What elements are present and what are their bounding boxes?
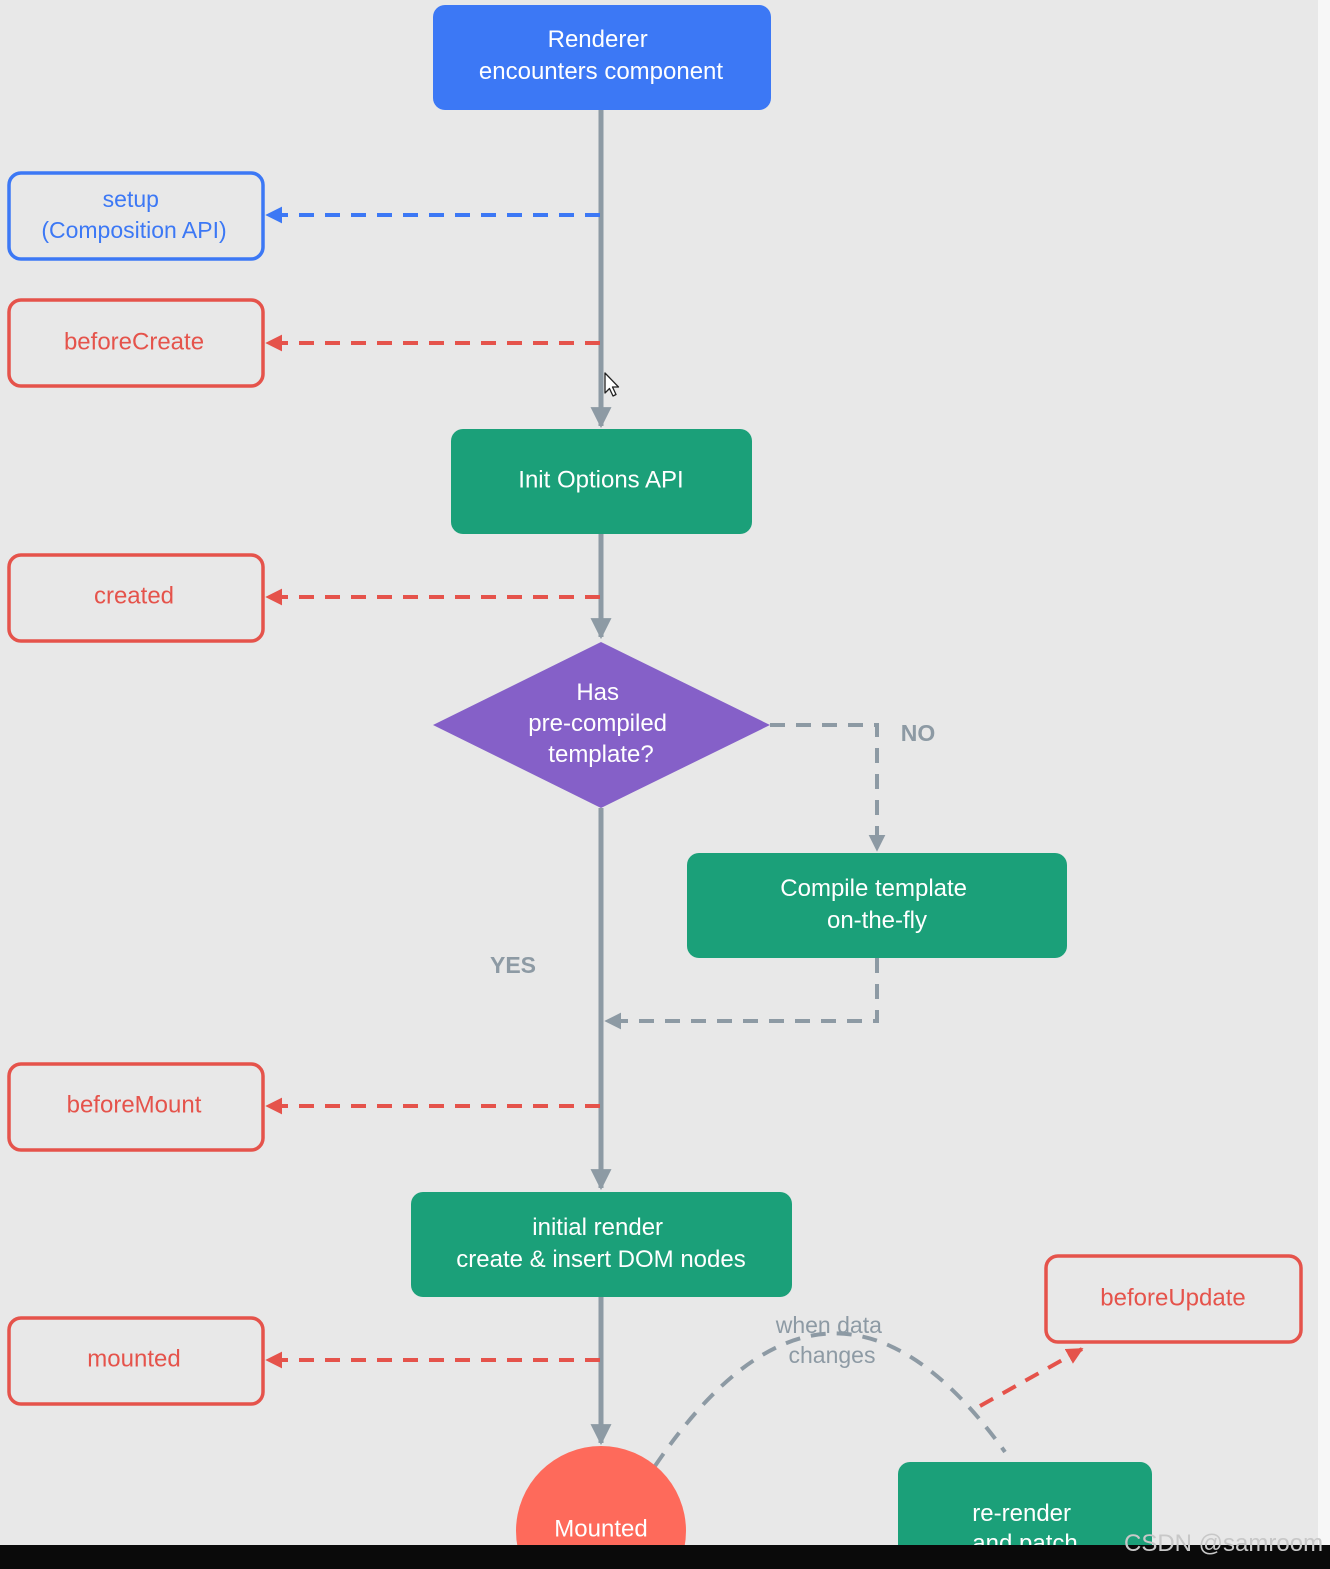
renderer-line-1: Renderer (548, 26, 648, 53)
init-options-node: Init Options API (451, 429, 752, 534)
before-update-hook-arrow (979, 1347, 1084, 1408)
when-data-line-2: changes (789, 1342, 876, 1368)
flow-line-no-branch (770, 723, 886, 852)
compile-line-2: on-the-fly (827, 907, 927, 934)
decision-line-1: Has (576, 679, 619, 706)
renderer-line-2: encounters component (479, 58, 723, 85)
update-loop-arc (653, 1331, 1007, 1468)
when-data-line-1: when data (775, 1312, 882, 1338)
before-mount-hook-box: beforeMount (7, 1062, 265, 1152)
initial-render-line-2: create & insert DOM nodes (456, 1246, 745, 1273)
setup-sub-label: (Composition API) (41, 217, 226, 243)
decision-line-3: template? (548, 741, 653, 768)
mounted-hook-label: mounted (87, 1345, 180, 1372)
bottom-bar (0, 1545, 1330, 1569)
mounted-state-label: Mounted (554, 1515, 647, 1542)
svg-text:Compile template on-th: Compile template on-the-fly (780, 875, 973, 934)
created-hook-box: created (7, 553, 265, 643)
initial-render-node: initial render create & insert DOM nodes (411, 1192, 792, 1297)
svg-text:Renderer encounters co: Renderer encounters component (479, 26, 723, 85)
setup-label: setup (103, 186, 159, 212)
no-label: NO (901, 720, 936, 746)
svg-text:initial render create: initial render create & insert DOM nodes (456, 1214, 745, 1273)
mounted-state-node: Mounted (516, 1446, 686, 1569)
svg-text:when data changes: when data changes (775, 1312, 889, 1368)
watermark: CSDN @samroom (1124, 1530, 1324, 1557)
initial-render-line-1: initial render (532, 1214, 663, 1241)
setup-hook-box: setup (Composition API) (7, 171, 265, 261)
before-mount-label: beforeMount (67, 1091, 202, 1118)
svg-text:Has pre-compiled: Has pre-compiled template? (528, 679, 673, 768)
mouse-cursor-icon (604, 372, 620, 397)
decision-line-2: pre-compiled (528, 710, 667, 737)
before-update-hook-box: beforeUpdate (1044, 1254, 1303, 1344)
rerender-node: re-render and patch (898, 1462, 1152, 1569)
created-label: created (94, 582, 174, 609)
before-update-label: beforeUpdate (1100, 1284, 1245, 1311)
compile-template-node: Compile template on-the-fly (687, 853, 1067, 958)
flow-line-compile-return (604, 958, 879, 1030)
hook-arrows (265, 206, 1084, 1408)
compile-line-1: Compile template (780, 875, 967, 902)
template-decision-node: Has pre-compiled template? (433, 642, 770, 808)
mounted-hook-box: mounted (7, 1316, 265, 1406)
window-edge (1318, 0, 1330, 1569)
init-options-label: Init Options API (518, 466, 683, 493)
before-create-hook-box: beforeCreate (7, 298, 265, 388)
before-create-label: beforeCreate (64, 328, 204, 355)
no-branch-lines (604, 723, 886, 1030)
renderer-node: Renderer encounters component (433, 5, 771, 110)
rerender-line-1: re-render (972, 1500, 1071, 1527)
svg-text:setup (Composition API: setup (Composition API) (41, 186, 226, 243)
yes-label: YES (490, 952, 536, 978)
